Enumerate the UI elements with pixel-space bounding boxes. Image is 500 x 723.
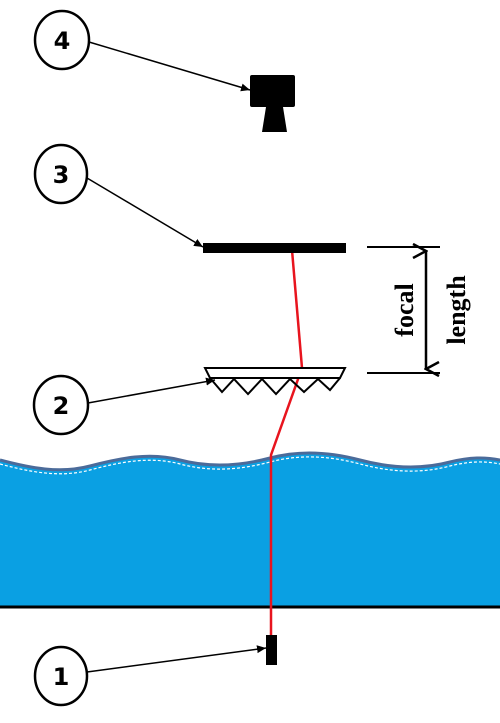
callout-4: 4	[33, 9, 251, 92]
focal-plate	[203, 243, 346, 253]
callout-4-label: 4	[54, 27, 71, 55]
water-surface-highlight	[0, 456, 500, 475]
light-source	[266, 635, 277, 665]
focal-label-line1: focal	[390, 283, 419, 336]
callout-2: 2	[32, 374, 216, 436]
callout-1: 1	[33, 645, 267, 707]
focal-length-dimension	[367, 247, 440, 373]
water-body	[0, 452, 500, 606]
fresnel-lens	[203, 367, 347, 396]
callout-3-label: 3	[53, 161, 70, 189]
callout-2-label: 2	[53, 392, 70, 420]
callout-3: 3	[33, 143, 204, 248]
focal-label-line2: length	[442, 275, 471, 345]
light-ray	[269, 249, 304, 640]
callout-1-label: 1	[53, 663, 70, 691]
camera-icon	[250, 75, 295, 132]
